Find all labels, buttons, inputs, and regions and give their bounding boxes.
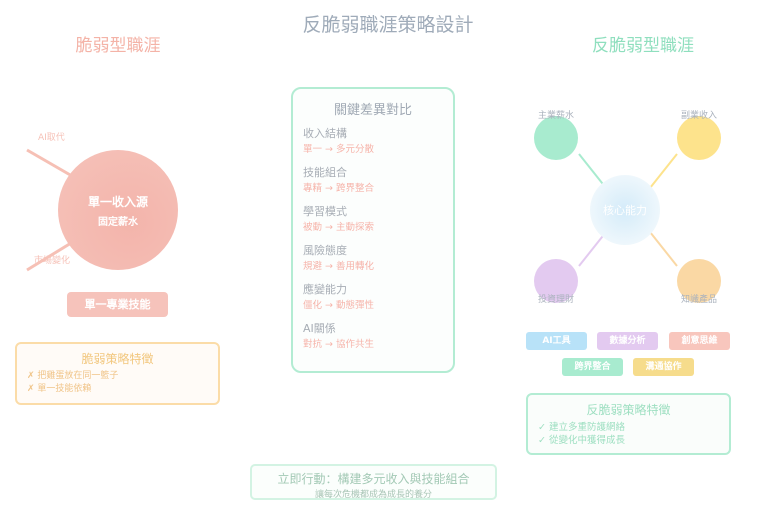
antifragile-trait-item: ✓ 建立多重防護網絡 (538, 422, 625, 433)
row-value: 僵化 → 動態彈性 (303, 300, 374, 311)
comparison-row: 風險態度規避 → 善用轉化 (303, 243, 443, 274)
node-knowledge (677, 259, 721, 303)
single-skill-badge: 單一專業技能 (67, 292, 168, 317)
row-value: 規避 → 善用轉化 (303, 261, 374, 272)
row-key: 學習模式 (303, 205, 347, 218)
row-key: 收入結構 (303, 127, 347, 140)
link-knowledge (649, 231, 678, 267)
fragile-trait-item: ✗ 單一技能依賴 (27, 384, 92, 394)
row-value: 單一 → 多元分散 (303, 144, 374, 155)
node-label: 知識產品 (680, 295, 717, 305)
threat-label-ai: AI取代 (38, 133, 65, 143)
skill-tag: 數據分析 (597, 332, 658, 350)
single-income-circle: 單一收入源 固定薪水 (58, 150, 178, 270)
link-side-income (649, 153, 678, 189)
comparison-row: AI關係對抗 → 協作共生 (303, 321, 443, 352)
call-to-action-box: 立即行動：構建多元收入與技能組合 讓每次危機都成為成長的養分 (250, 464, 497, 500)
comparison-row: 學習模式被動 → 主動探索 (303, 204, 443, 235)
link-investment (578, 231, 607, 267)
circle-sub-text: 固定薪水 (98, 216, 138, 228)
core-label: 核心能力 (603, 204, 647, 217)
comparison-panel: 關鍵差異對比 收入結構單一 → 多元分散 技能組合專精 → 跨界整合 學習模式被… (291, 87, 455, 373)
antifragile-traits-title: 反脆弱策略特徵 (586, 403, 671, 417)
core-ability-circle: 核心能力 (590, 175, 660, 245)
comparison-row: 技能組合專精 → 跨界整合 (303, 165, 443, 196)
node-label: 副業收入 (680, 111, 717, 121)
antifragile-trait-item: ✓ 從變化中獲得成長 (538, 435, 625, 446)
threat-label-market: 市場變化 (34, 256, 71, 266)
row-key: AI關係 (303, 322, 336, 335)
comparison-row: 應變能力僵化 → 動態彈性 (303, 282, 443, 313)
comparison-row: 收入結構單一 → 多元分散 (303, 126, 443, 157)
row-key: 技能組合 (303, 166, 347, 179)
antifragile-career-title: 反脆弱型職涯 (592, 36, 694, 56)
skill-tag: AI工具 (526, 332, 587, 350)
skill-tag: 跨界整合 (562, 358, 623, 376)
cta-sub: 讓每次危機都成為成長的養分 (314, 490, 432, 500)
node-side-income (677, 116, 721, 160)
row-value: 被動 → 主動探索 (303, 222, 374, 233)
node-label: 投資理財 (537, 295, 574, 305)
row-key: 風險態度 (303, 244, 347, 257)
threat-line-market (26, 238, 77, 272)
fragile-traits-box: 脆弱策略特徵 ✗ 把雞蛋放在同一籃子 ✗ 單一技能依賴 (15, 342, 220, 405)
fragile-career-title: 脆弱型職涯 (75, 36, 161, 56)
skill-tag: 創意思維 (669, 332, 730, 350)
row-key: 應變能力 (303, 283, 347, 296)
skill-tag: 溝通協作 (633, 358, 694, 376)
row-value: 專精 → 跨界整合 (303, 183, 374, 194)
page-title: 反脆弱職涯策略設計 (302, 14, 474, 36)
cta-main: 立即行動：構建多元收入與技能組合 (277, 472, 470, 486)
antifragile-traits-box: 反脆弱策略特徵 ✓ 建立多重防護網絡 ✓ 從變化中獲得成長 (526, 393, 731, 455)
threat-line-ai (26, 148, 73, 178)
comparison-title: 關鍵差異對比 (333, 103, 412, 118)
fragile-traits-title: 脆弱策略特徵 (81, 352, 154, 366)
circle-main-text: 單一收入源 (87, 194, 148, 209)
node-main-salary (534, 116, 578, 160)
row-value: 對抗 → 協作共生 (303, 339, 374, 350)
fragile-trait-item: ✗ 把雞蛋放在同一籃子 (27, 371, 119, 381)
node-label: 主業薪水 (537, 111, 574, 121)
node-investment (534, 259, 578, 303)
